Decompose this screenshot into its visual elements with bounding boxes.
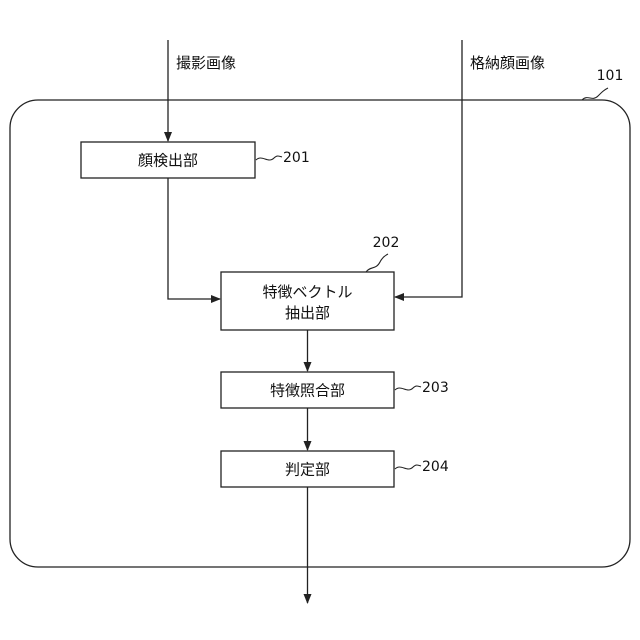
feature-vector-extraction-label-line2: 抽出部 <box>285 304 330 322</box>
judgment-ref-leader <box>395 465 421 469</box>
judgment-label: 判定部 <box>285 461 330 479</box>
face-detection-ref-leader <box>256 156 282 160</box>
device-ref-leader <box>582 88 608 100</box>
stored-face-image-input-label: 格納顔画像 <box>470 54 545 72</box>
feature-vector-extraction-ref-leader <box>366 254 388 272</box>
face-detection-ref-number: 201 <box>283 150 310 166</box>
captured-image-input-label: 撮影画像 <box>176 54 236 72</box>
feature-matching-ref-number: 203 <box>422 380 449 396</box>
face-to-vector-arrow <box>168 178 220 299</box>
feature-vector-extraction-label-line1: 特徴ベクトル <box>262 283 352 301</box>
stored-face-to-vector-arrow <box>395 40 462 297</box>
feature-matching-ref-leader <box>395 386 421 390</box>
feature-vector-extraction-ref-number: 202 <box>373 235 400 251</box>
face-detection-label: 顔検出部 <box>138 152 198 170</box>
feature-matching-label: 特徴照合部 <box>270 382 345 400</box>
judgment-ref-number: 204 <box>422 459 449 475</box>
device-ref-number: 101 <box>597 68 624 84</box>
